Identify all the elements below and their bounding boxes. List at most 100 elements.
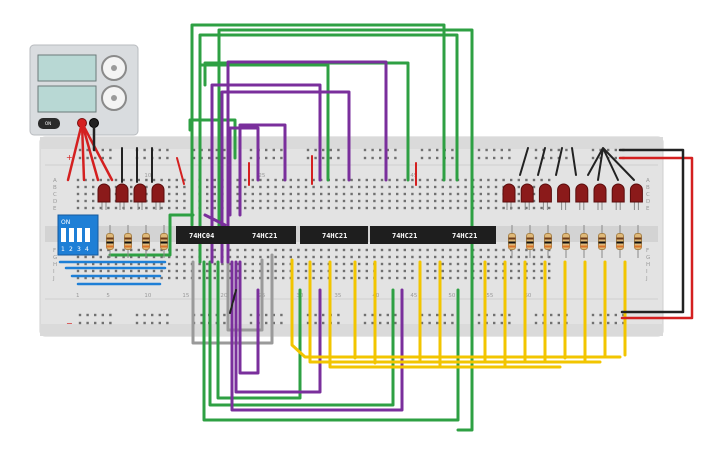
wire-red[interactable]	[80, 121, 100, 182]
led[interactable]	[611, 183, 625, 203]
rail-hole	[379, 148, 382, 152]
wire-black[interactable]	[519, 147, 577, 176]
wire-yellow-bus[interactable]	[328, 260, 562, 369]
breadboard-hole	[350, 185, 353, 189]
breadboard-hole	[350, 262, 353, 266]
led[interactable]	[115, 183, 129, 203]
wire-red-short[interactable]	[176, 157, 185, 185]
rail-hole	[249, 321, 253, 325]
wire-green[interactable]	[202, 260, 460, 422]
led[interactable]	[133, 183, 147, 203]
breadboard-hole	[342, 178, 346, 182]
breadboard-hole	[282, 206, 285, 210]
chip-74hc04[interactable]	[176, 226, 234, 244]
wire-purple[interactable]	[230, 260, 404, 412]
dip-toggle-1[interactable]	[61, 228, 66, 242]
chip-74hc21[interactable]	[234, 226, 296, 244]
breadboard-hole	[266, 276, 270, 280]
row-label: E	[53, 206, 57, 212]
rail-hole	[306, 321, 310, 325]
wire-green[interactable]	[190, 23, 446, 227]
breadboard-hole	[449, 248, 452, 252]
breadboard-hole	[464, 255, 467, 259]
wire-black[interactable]	[587, 147, 635, 181]
led[interactable]	[97, 183, 111, 203]
breadboard-hole	[99, 276, 102, 280]
wire-purple[interactable]	[228, 126, 260, 217]
wire-purple[interactable]	[238, 123, 287, 217]
led[interactable]	[557, 183, 571, 203]
chip-74hc21[interactable]	[370, 226, 432, 244]
led[interactable]	[575, 183, 589, 203]
chip-74hc21[interactable]	[432, 226, 496, 244]
breadboard-hole	[540, 276, 543, 280]
led[interactable]	[502, 183, 516, 203]
dip-toggle-3[interactable]	[77, 228, 82, 242]
row-label: C	[646, 192, 650, 198]
wire-black-short[interactable]	[121, 147, 153, 183]
chip-74hc21[interactable]	[300, 226, 368, 244]
psu-power-button-label: ON	[45, 121, 51, 126]
breadboard-hole	[373, 255, 376, 259]
breadboard-hole	[487, 248, 490, 252]
breadboard-hole	[213, 276, 216, 280]
rail-hole	[223, 313, 226, 317]
breadboard-hole	[274, 185, 277, 189]
wire-red[interactable]	[618, 156, 694, 320]
breadboard-hole	[532, 178, 536, 182]
wire-purple[interactable]	[210, 83, 322, 264]
row-label: J	[52, 276, 55, 282]
breadboard-hole	[532, 262, 536, 266]
dip-toggle-2[interactable]	[69, 228, 74, 242]
dip-switch[interactable]: ON 1 2 3 4	[57, 214, 99, 256]
wire-black[interactable]	[618, 148, 685, 314]
rail-hole	[215, 156, 218, 160]
wire-yellow-bus[interactable]	[290, 258, 622, 359]
wire-green[interactable]	[198, 63, 330, 264]
led[interactable]	[538, 183, 552, 203]
led[interactable]	[593, 183, 607, 203]
led[interactable]	[520, 183, 534, 203]
breadboard-hole	[411, 255, 414, 259]
led[interactable]	[151, 183, 165, 203]
wire-red[interactable]	[66, 121, 84, 182]
wire-red[interactable]	[80, 121, 114, 182]
dip-toggle-4[interactable]	[85, 228, 90, 242]
wire-purple[interactable]	[238, 260, 260, 375]
wire-purple[interactable]	[203, 213, 227, 227]
breadboard-hole	[289, 206, 292, 210]
breadboard-hole	[266, 192, 270, 196]
wire-purple[interactable]	[226, 60, 388, 264]
rail-hole	[534, 313, 538, 317]
wire-gray[interactable]	[226, 258, 264, 332]
led[interactable]	[629, 183, 643, 203]
breadboard-hole	[259, 178, 262, 182]
breadboard-hole	[236, 276, 239, 280]
breadboard-hole	[236, 185, 239, 189]
wire-blue[interactable]	[58, 260, 167, 286]
rail-hole	[78, 313, 82, 317]
breadboard-hole	[244, 178, 247, 182]
psu-power-button[interactable]	[38, 118, 60, 129]
wire-red-short[interactable]	[248, 155, 417, 186]
breadboard-hole	[335, 276, 338, 280]
wire-green[interactable]	[217, 28, 474, 432]
wire-yellow-bus[interactable]	[308, 260, 602, 364]
breadboard-hole	[373, 185, 376, 189]
chip-label-74hc21: 74HC21	[452, 232, 477, 240]
wire-green[interactable]	[108, 213, 195, 257]
wire-green[interactable]	[216, 260, 302, 400]
breadboard-hole	[304, 248, 308, 252]
wire-black-short[interactable]	[229, 289, 237, 314]
wire-green[interactable]	[208, 260, 395, 407]
column-label: 50	[448, 293, 455, 299]
breadboard-hole	[464, 206, 467, 210]
resistor-band	[616, 245, 624, 248]
wire-red[interactable]	[80, 121, 86, 182]
breadboard-hole	[183, 248, 186, 252]
breadboard-hole	[122, 262, 125, 266]
wire-purple[interactable]	[234, 260, 322, 394]
wire-purple[interactable]	[220, 90, 351, 264]
breadboard-hole	[441, 199, 444, 203]
breadboard-hole	[388, 248, 391, 252]
